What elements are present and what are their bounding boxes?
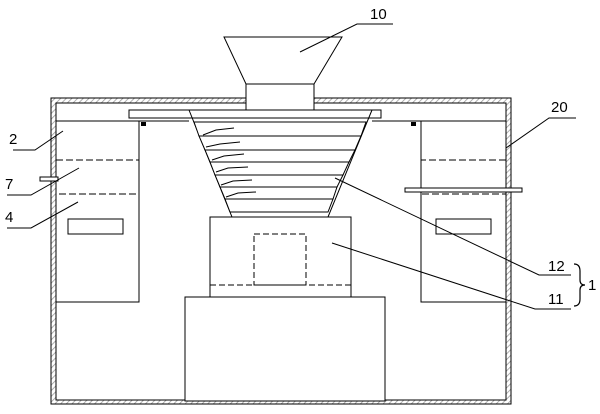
leader-2: [13, 130, 64, 151]
left-cabinet: [55, 120, 140, 303]
base-block: [184, 296, 386, 402]
group-brace: [573, 263, 586, 307]
left-pin: [39, 176, 59, 182]
hopper: [223, 36, 343, 85]
top-plate: [128, 109, 382, 119]
left-drawer-dashed: [56, 159, 140, 195]
leader-20: [505, 117, 576, 149]
leader-10: [299, 23, 393, 53]
leader-12: [334, 177, 571, 276]
right-drawer-dashed: [420, 159, 506, 195]
right-window: [435, 218, 492, 235]
leader-4: [7, 201, 79, 229]
label-part-11: 11: [548, 291, 564, 308]
leader-11: [331, 242, 571, 310]
left-window: [67, 218, 124, 235]
leader-7: [7, 167, 80, 196]
label-assembly: 1: [588, 277, 596, 294]
label-part-4: 4: [5, 209, 13, 226]
label-part-12: 12: [548, 258, 565, 275]
motor-dashed-box: [253, 233, 307, 286]
right-cabinet: [420, 120, 507, 303]
hopper-neck: [245, 83, 315, 111]
label-hopper: 10: [370, 6, 387, 23]
leader-lines: [7, 23, 576, 310]
right-pin: [404, 187, 523, 193]
label-housing: 20: [551, 99, 568, 116]
label-part-2: 2: [9, 131, 17, 148]
grinding-cone: [188, 109, 373, 218]
label-part-7: 7: [5, 176, 13, 193]
